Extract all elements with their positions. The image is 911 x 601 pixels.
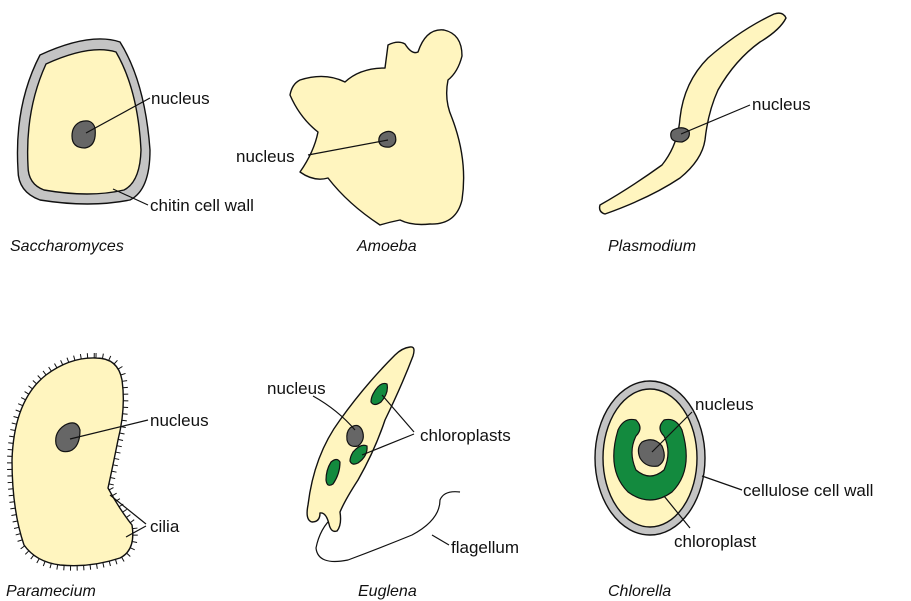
cilium [28,386,32,389]
cilium [21,546,25,549]
cilium [43,561,45,566]
cilium [25,392,29,395]
cilium [127,553,131,556]
cilium [67,358,69,363]
cilium [10,508,15,509]
amoeba-name: Amoeba [356,238,417,255]
cilium [120,433,125,434]
cilium [103,563,104,568]
cilium [12,423,17,424]
chlorella-figure: nucleus cellulose cell wall chloroplast … [595,381,873,600]
cilium [13,521,18,522]
cellulose-cell-wall-pointer [702,476,742,490]
cilium [112,493,116,496]
saccharomyces-name: Saccharomyces [10,238,124,255]
cilium [11,515,16,516]
saccharomyces-figure: nucleus chitin cell wall Saccharomyces [10,39,254,255]
cilium [14,416,19,417]
cilium [43,371,46,375]
cilium [8,443,13,444]
cilium [113,465,118,466]
cilium [109,356,111,361]
cilium [74,356,75,361]
plasmodium-name: Plasmodium [608,238,696,255]
cilium [49,367,52,371]
yeast-nucleus [72,121,95,148]
cilium [115,559,116,564]
cilium [114,458,119,459]
nucleus-label: nucleus [695,395,754,414]
cilium [116,452,121,453]
cilia-label: cilia [150,517,180,536]
amoeba-figure: nucleus Amoeba [236,30,464,255]
cilium [16,410,21,412]
euglena-figure: nucleus chloroplasts flagellum Euglena [267,347,519,600]
cilium [9,436,14,437]
cilium [14,527,19,528]
nucleus-label: nucleus [267,379,326,398]
cilium [122,381,127,382]
cilium [38,376,41,380]
cilium [123,509,127,512]
cilium [132,528,137,529]
cilium [16,534,21,535]
amoeba-nucleus [379,131,396,147]
euglena-nucleus [347,425,364,446]
cilium [126,515,130,518]
cilium [109,561,110,566]
nucleus-label: nucleus [151,89,210,108]
paramecium-figure: nucleus cilia Paramecium [6,353,209,600]
cilium [9,502,14,503]
cilium [130,548,135,550]
nucleus-label: nucleus [150,411,209,430]
nucleus-label: nucleus [236,147,295,166]
cilium [109,484,114,485]
cilium [18,540,23,541]
chloroplast-label: chloroplast [674,532,756,551]
amoeba-body [290,30,464,225]
paramecium-body [12,358,133,566]
cilium [130,520,134,523]
cellulose-cell-wall-label: cellulose cell wall [743,481,873,500]
chloroplasts-label: chloroplasts [420,426,511,445]
cilium [21,398,25,400]
cilium [50,563,51,568]
cilium [132,542,137,543]
euglena-name: Euglena [358,583,417,600]
cilium [31,555,34,559]
cilium [9,495,14,496]
cilium [102,354,103,359]
flagellum-pointer [432,535,449,545]
chitin-cell-wall-label: chitin cell wall [150,196,254,215]
cilium [112,471,117,472]
cilium [54,363,56,367]
cilium [121,373,126,375]
cilium [122,420,127,421]
cilium [10,430,15,431]
cilium [97,564,98,569]
cilium [118,366,122,369]
cilium [90,565,91,570]
cilium [37,559,39,563]
cilium [18,404,23,406]
cilium [33,380,37,383]
cilium [122,557,125,561]
nucleus-label: nucleus [752,95,811,114]
cilium [80,354,81,359]
flagellum-label: flagellum [451,538,519,557]
cilium [25,551,29,555]
cilium [110,478,115,479]
cilium [61,360,63,365]
cilium [117,446,122,447]
plasmodium-nucleus [671,128,690,142]
cilium [118,439,123,440]
cilium [109,488,113,490]
cilium [57,565,58,570]
chlorella-name: Chlorella [608,583,671,600]
cilium [114,360,117,364]
plasmodium-figure: nucleus Plasmodium [600,13,811,255]
paramecium-name: Paramecium [6,583,96,600]
